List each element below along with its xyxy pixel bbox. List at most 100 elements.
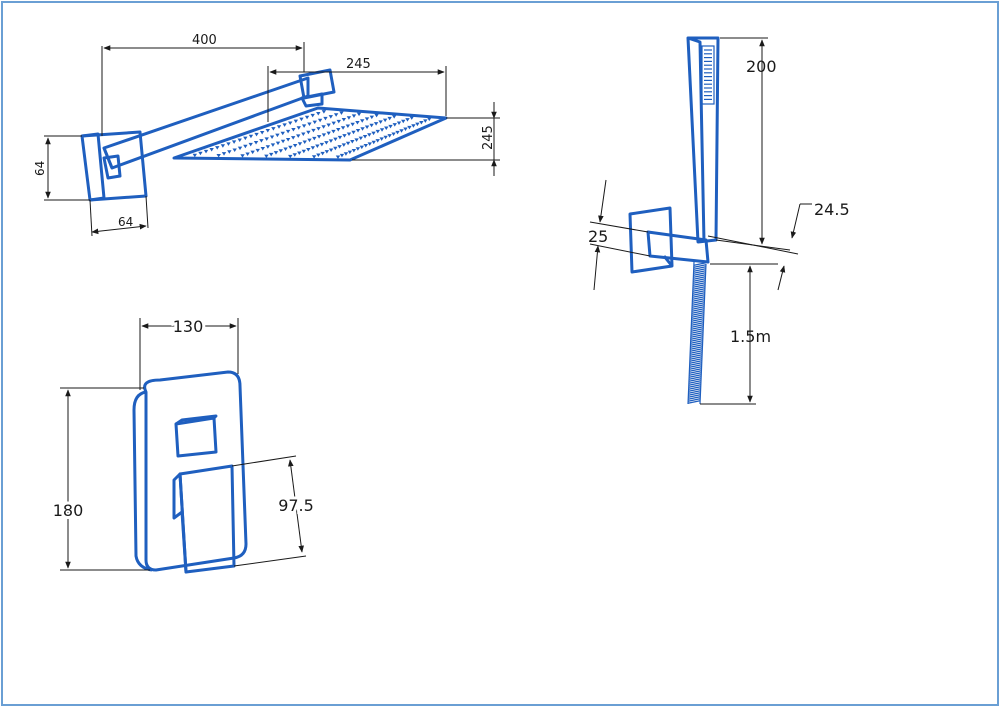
dim-plate-height: 180 <box>53 501 84 520</box>
spray-nozzle <box>198 151 203 156</box>
spray-nozzle <box>343 152 349 156</box>
spray-nozzle <box>264 137 269 141</box>
hose-coil <box>689 364 702 368</box>
spray-nozzle <box>355 128 361 133</box>
handset-spray-pattern <box>704 49 712 101</box>
spray-nozzle <box>328 115 333 119</box>
spray-nozzle <box>259 130 265 135</box>
spray-nozzle <box>316 127 321 131</box>
spray-nozzle <box>347 150 353 155</box>
spray-nozzle <box>351 114 357 118</box>
hose-coil <box>689 368 702 372</box>
hose-coil <box>692 288 705 292</box>
spray-nozzle <box>351 130 356 135</box>
spray-nozzle <box>371 131 376 136</box>
hose-coil <box>693 274 706 278</box>
hose-coil <box>688 386 701 390</box>
hose-coil <box>693 264 707 268</box>
spray-nozzle <box>367 133 372 137</box>
mixer-lever <box>178 464 236 574</box>
spray-nozzle <box>268 152 274 157</box>
spray-nozzle <box>215 146 220 150</box>
spray-nozzle <box>346 132 352 136</box>
dim-holder-offset: 24.5 <box>814 200 850 219</box>
spray-nozzle <box>275 133 280 138</box>
spray-nozzle <box>259 139 264 143</box>
hose-coil <box>691 306 705 310</box>
spray-nozzle <box>316 135 322 139</box>
spray-nozzle <box>302 140 307 144</box>
spray-nozzle <box>405 118 410 122</box>
spray-nozzle <box>312 120 317 125</box>
spray-nozzle <box>292 143 298 148</box>
spray-nozzle <box>301 124 307 128</box>
spray-nozzle <box>403 127 408 132</box>
spray-nozzle <box>359 145 365 150</box>
spray-nozzle <box>379 137 384 141</box>
hose-coil <box>690 338 703 342</box>
spray-nozzle <box>367 142 372 146</box>
spray-nozzle <box>278 149 283 153</box>
spray-nozzle <box>378 120 383 124</box>
spray-nozzle <box>328 148 334 152</box>
spray-nozzle <box>340 126 346 130</box>
spray-nozzle <box>419 120 424 125</box>
spray-nozzle <box>269 135 275 139</box>
spray-nozzle <box>306 130 311 135</box>
hose-coil <box>693 266 706 270</box>
spray-nozzle <box>401 119 406 124</box>
shower-head-assembly: 400 245 245 64 64 <box>33 33 500 237</box>
spray-nozzle <box>226 142 231 146</box>
hose-coil <box>692 284 706 288</box>
spray-nozzle <box>339 111 344 115</box>
spray-nozzle <box>288 121 293 125</box>
spray-nozzle <box>264 154 269 159</box>
spray-nozzle <box>232 148 237 152</box>
hose-coil <box>688 378 702 382</box>
spray-nozzle <box>283 147 288 152</box>
spray-nozzle <box>339 153 345 158</box>
hose-coil <box>692 302 705 306</box>
hose-coil <box>691 318 704 322</box>
hose-coil <box>690 334 703 338</box>
spray-nozzle <box>358 136 364 141</box>
spray-nozzle <box>275 141 281 146</box>
spray-nozzle <box>291 128 296 132</box>
spray-nozzle <box>245 152 250 156</box>
shower-hose <box>687 261 707 405</box>
spray-nozzle <box>240 154 245 158</box>
spray-nozzle <box>312 136 317 141</box>
hose-coil <box>690 330 704 334</box>
spray-nozzle <box>333 146 338 151</box>
spray-nozzle <box>227 150 232 154</box>
spray-nozzle <box>392 123 397 127</box>
spray-nozzle <box>292 153 297 157</box>
hose-coil <box>690 342 703 346</box>
spray-nozzle <box>280 139 286 144</box>
spray-nozzle <box>375 139 380 143</box>
spray-nozzle <box>360 127 365 131</box>
spray-nozzle <box>374 113 379 118</box>
spray-nozzle <box>351 148 357 153</box>
spray-nozzle <box>306 148 311 152</box>
spray-nozzle <box>391 115 397 119</box>
spray-nozzle <box>221 152 227 156</box>
spray-nozzle <box>399 129 404 133</box>
dim-plate-width: 130 <box>173 317 204 336</box>
hose-coil <box>693 270 706 274</box>
spray-nozzle <box>285 137 291 142</box>
spray-nozzle <box>254 132 259 137</box>
spray-nozzle <box>220 144 226 148</box>
spray-nozzle <box>273 151 279 155</box>
hose-coil <box>691 316 704 320</box>
spray-nozzle <box>331 121 336 126</box>
dim-hose-length: 1.5m <box>730 327 771 346</box>
hose-coil <box>691 324 704 328</box>
spray-nozzle <box>237 146 243 151</box>
dim-flange-width: 64 <box>118 215 133 229</box>
spray-nozzle <box>383 135 388 140</box>
hose-coil <box>689 360 702 364</box>
hose-coil <box>692 300 705 304</box>
hose-coil <box>693 272 706 276</box>
